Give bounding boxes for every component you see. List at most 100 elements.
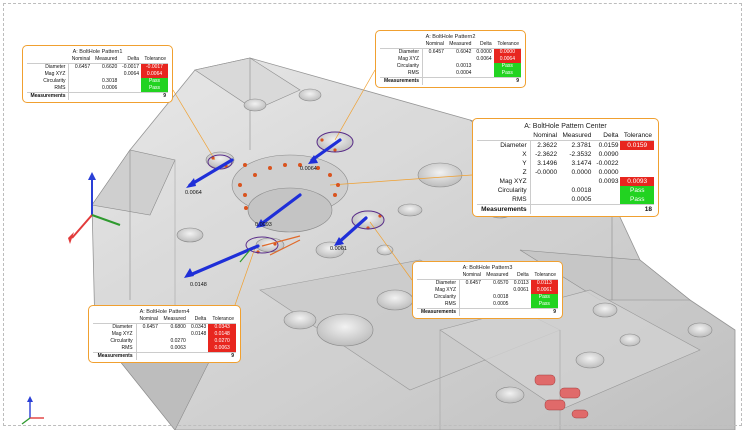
tolerance-cell: 0.0113: [530, 279, 558, 287]
tolerance-cell: Pass: [141, 78, 168, 85]
tolerance-cell: [620, 168, 654, 177]
measurements-label: Measurements: [477, 204, 531, 214]
empty-cell: [187, 352, 209, 360]
row-label: Circularity: [417, 294, 460, 301]
row-label: RMS: [380, 70, 423, 78]
column-header: Nominal: [422, 41, 446, 49]
measured-cell: [160, 331, 188, 338]
nominal-cell: [423, 70, 446, 78]
nominal-cell: 0.6457: [428, 49, 444, 55]
row-label: RMS: [477, 195, 531, 205]
delta-cell: [473, 63, 493, 70]
delta-cell: 0.0159: [598, 142, 619, 149]
empty-cell: [92, 92, 120, 100]
delta-cell: 0.0343: [191, 324, 207, 330]
measured-cell: 3.1474: [571, 160, 592, 167]
column-header: [380, 41, 423, 49]
nominal-cell: [423, 63, 446, 70]
row-label: Mag XYZ: [477, 177, 531, 186]
tolerance-cell: 0.0061: [530, 287, 558, 294]
row-label: Diameter: [27, 63, 70, 71]
column-header: Tolerance: [530, 272, 558, 280]
column-header: Tolerance: [208, 316, 236, 324]
empty-cell: [136, 352, 160, 360]
row-label: RMS: [27, 85, 70, 93]
measured-cell: 0.0018: [493, 294, 509, 300]
tolerance-cell: Pass: [620, 195, 654, 205]
empty-cell: [445, 77, 474, 85]
empty-cell: [559, 204, 594, 214]
delta-cell: [188, 338, 209, 345]
nominal-cell: [69, 78, 92, 85]
tolerance-cell: 0.0000: [493, 48, 521, 56]
delta-cell: [593, 195, 620, 205]
measured-cell: 0.3018: [102, 78, 118, 84]
column-header: [27, 56, 69, 64]
empty-cell: [482, 308, 511, 316]
empty-cell: [510, 308, 531, 316]
nominal-cell: [136, 331, 160, 338]
empty-cell: [530, 204, 560, 214]
tolerance-cell: 0.0093: [620, 177, 654, 186]
row-label: Z: [477, 168, 531, 177]
column-header: [477, 131, 531, 141]
nominal-cell: 0.6457: [142, 324, 158, 330]
nominal-cell: [530, 186, 559, 195]
column-header: Delta: [593, 131, 621, 141]
row-label: Mag XYZ: [93, 331, 137, 338]
delta-cell: [119, 85, 141, 93]
row-label: Diameter: [477, 140, 531, 150]
measurements-label: Measurements: [380, 77, 423, 85]
nominal-cell: [423, 56, 446, 63]
delta-cell: [119, 78, 141, 85]
vector-heads: [184, 155, 344, 278]
row-label: Mag XYZ: [380, 56, 423, 63]
tolerance-cell: Pass: [493, 63, 521, 70]
measured-cell: 0.0018: [571, 187, 592, 194]
tolerance-cell: -0.0017: [141, 63, 168, 71]
column-header: Delta: [187, 316, 209, 324]
column-header: Measured: [482, 272, 511, 280]
row-label: Diameter: [380, 48, 423, 56]
measured-cell: 0.0004: [456, 70, 472, 76]
panel-title: A: BoltHole Pattern3: [462, 265, 513, 271]
tolerance-cell: Pass: [493, 70, 521, 78]
deviation-vectors: [188, 138, 368, 277]
measured-cell: 0.6042: [456, 49, 472, 55]
panel-title: A: BoltHole Pattern Center: [524, 123, 607, 130]
nominal-cell: [69, 85, 92, 93]
delta-cell: 0.0064: [476, 56, 492, 62]
row-label: Mag XYZ: [27, 71, 70, 78]
column-header: [93, 316, 137, 324]
view-triad-icon[interactable]: [21, 396, 44, 425]
measured-cell: [559, 177, 593, 186]
measurements-count: 9: [493, 77, 521, 85]
measured-cell: 0.0006: [102, 85, 118, 91]
measurements-label: Measurements: [27, 92, 70, 100]
measurements-label: Measurements: [417, 308, 460, 316]
row-label: Circularity: [27, 78, 70, 85]
measurements-count: 9: [530, 308, 558, 316]
nominal-cell: 0.6457: [74, 64, 91, 70]
panel-title: A: BoltHole Pattern4: [139, 309, 190, 315]
column-header: Tolerance: [141, 56, 168, 64]
tolerance-cell: [620, 150, 654, 159]
nominal-cell: [530, 177, 559, 186]
delta-cell: [188, 345, 209, 353]
